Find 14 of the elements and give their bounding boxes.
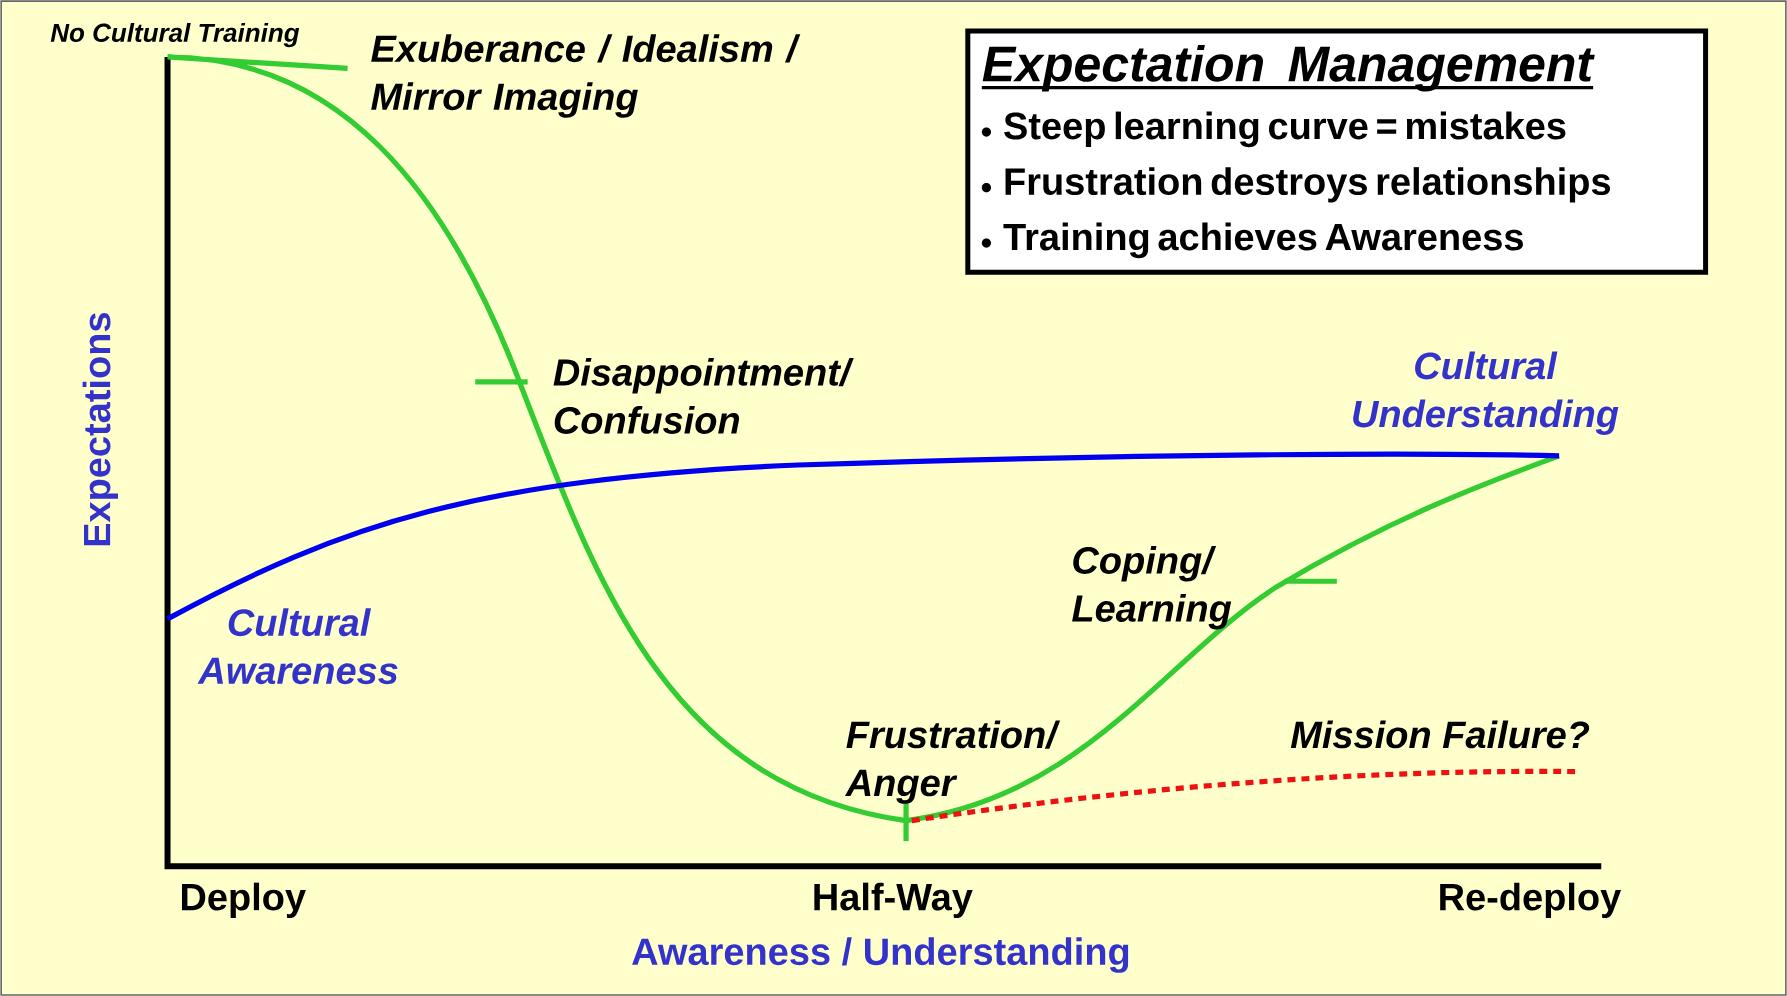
outcome-label: Mission Failure? xyxy=(1290,720,1590,749)
stage-label: Coping/ Learning xyxy=(1072,546,1232,630)
axis-tick-label: Half-Way xyxy=(814,882,973,918)
axis-title: Awareness / Understanding xyxy=(632,937,1129,973)
stage-label: Exuberance / Idealism / Mirror Imaging xyxy=(371,34,801,118)
axis-tick-label: Re-deploy xyxy=(1440,882,1622,918)
stage-label: Frustration/ Anger xyxy=(845,720,1061,804)
text-box: Expectation Management Steep learning curve = mistakes Frustration destroys relationships Training achieves Awareness xyxy=(965,28,1709,275)
axis-title: Expectations xyxy=(82,313,118,546)
start-label: No Cultural Training xyxy=(50,22,300,48)
axis-tick-label: Deploy xyxy=(181,882,306,918)
curve-label: Cultural Understanding xyxy=(1353,351,1619,435)
curve-label: Cultural Awareness xyxy=(197,608,398,685)
stage-label: Disappointment/ Confusion xyxy=(553,357,854,434)
